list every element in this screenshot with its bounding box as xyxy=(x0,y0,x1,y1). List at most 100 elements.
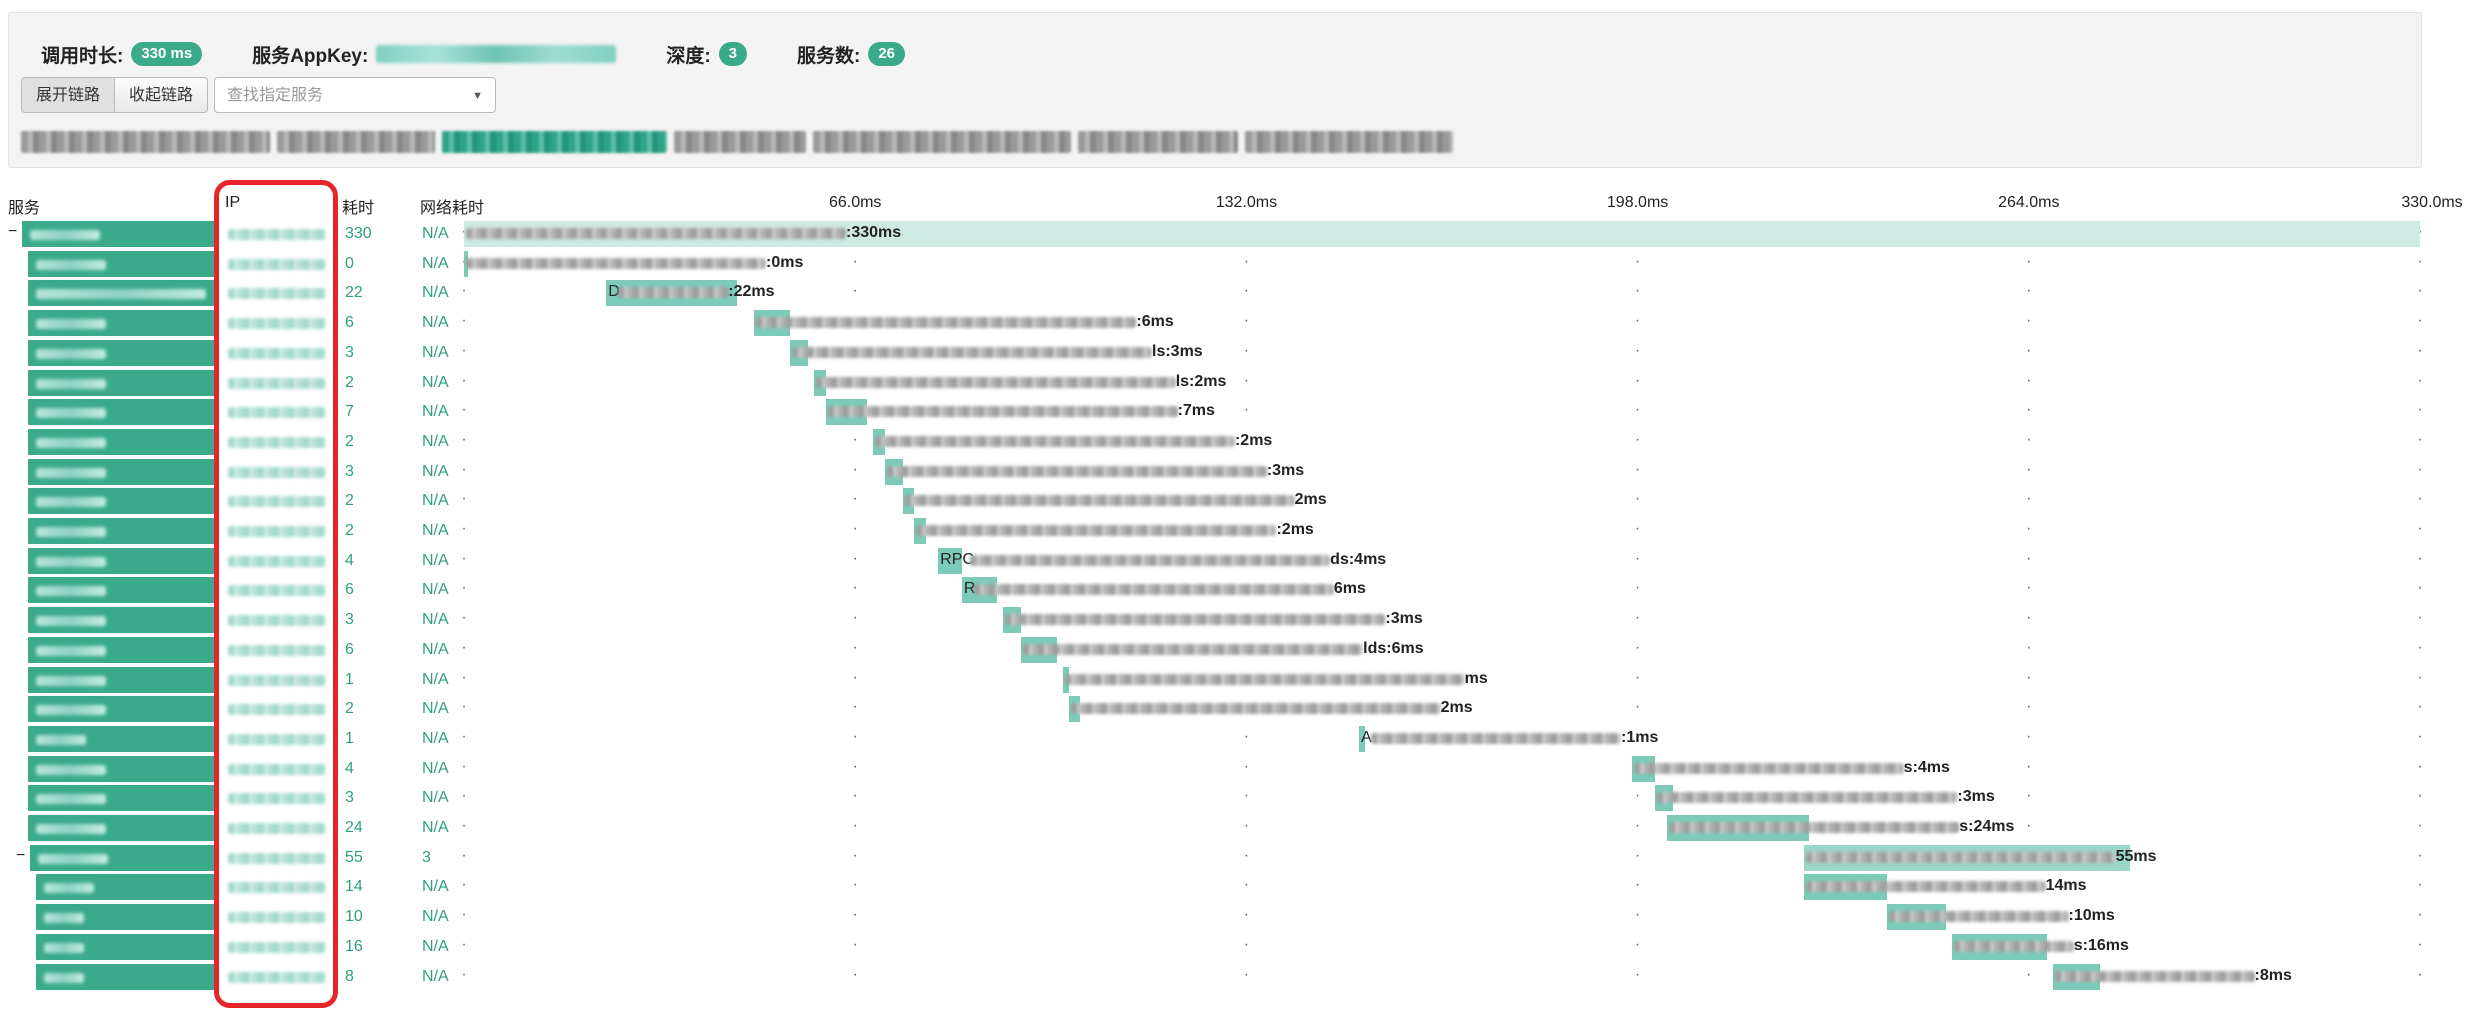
ip-address-redacted xyxy=(228,912,326,924)
trace-row[interactable]: 3N/A······:3ms xyxy=(0,605,2486,635)
collapse-toggle-icon[interactable]: − xyxy=(8,223,18,240)
service-name-cell[interactable] xyxy=(28,250,218,277)
breadcrumb-item[interactable] xyxy=(674,131,806,153)
service-name-cell[interactable] xyxy=(30,844,218,871)
toolbar: 展开链路 收起链路 查找指定服务 ▼ xyxy=(21,77,497,113)
service-name-redacted xyxy=(30,230,100,240)
timeline-grid-dot: · xyxy=(1634,638,1641,656)
trace-row[interactable]: 16N/A······s:16ms xyxy=(0,932,2486,962)
timeline-grid-dot: · xyxy=(852,609,858,627)
service-search-select[interactable]: 查找指定服务 ▼ xyxy=(214,77,497,113)
trace-row[interactable]: 3N/A······:3ms xyxy=(0,457,2486,487)
service-name-cell[interactable] xyxy=(36,963,218,990)
trace-row[interactable]: 7N/A······:7ms xyxy=(0,397,2486,427)
service-name-redacted xyxy=(44,883,94,894)
appkey-value-redacted xyxy=(376,45,617,63)
trace-row[interactable]: 3N/A······ls:3ms xyxy=(0,338,2486,368)
service-name-cell[interactable] xyxy=(28,785,218,812)
column-header-service: 服务 xyxy=(8,200,41,217)
timeline-grid-dot: · xyxy=(461,787,467,805)
timeline-grid-dot: · xyxy=(1634,252,1641,270)
depth-label: 深度: xyxy=(666,45,711,67)
span-label-redacted xyxy=(1064,673,1465,685)
ip-address-redacted xyxy=(228,644,326,656)
service-name-cell[interactable] xyxy=(28,369,218,396)
timeline-grid-dot: · xyxy=(852,549,858,567)
service-name-cell[interactable] xyxy=(28,518,218,544)
breadcrumb-item[interactable] xyxy=(21,131,270,153)
trace-row[interactable]: −553······55ms xyxy=(0,843,2486,873)
service-name-cell[interactable] xyxy=(28,607,218,634)
network-time-cell: N/A xyxy=(422,343,449,361)
service-name-cell[interactable] xyxy=(28,547,218,574)
timeline-grid-dot: · xyxy=(461,817,467,834)
service-name-cell[interactable] xyxy=(28,339,218,366)
breadcrumb-item[interactable] xyxy=(1078,131,1238,153)
service-name-cell[interactable] xyxy=(28,666,218,693)
breadcrumb-item-active[interactable] xyxy=(442,131,667,153)
trace-row[interactable]: 2N/A······:2ms xyxy=(0,516,2486,546)
network-time-cell: N/A xyxy=(422,284,449,302)
trace-row[interactable]: 0N/A······:0ms xyxy=(0,249,2486,279)
timeline-grid-dot: · xyxy=(852,727,858,745)
duration-cell: 4 xyxy=(345,551,354,569)
service-name-redacted xyxy=(36,408,106,419)
timeline-grid-dot: · xyxy=(2417,490,2423,508)
span-bar[interactable] xyxy=(1359,725,1365,752)
trace-row[interactable]: 2N/A······2ms xyxy=(0,486,2486,516)
service-name-cell[interactable] xyxy=(36,933,218,960)
service-name-cell[interactable] xyxy=(28,725,218,752)
span-label-duration: :0ms xyxy=(766,253,804,271)
service-name-cell[interactable] xyxy=(28,636,218,663)
timeline-grid-dot: · xyxy=(461,490,467,508)
service-name-redacted xyxy=(36,527,106,537)
service-name-cell[interactable] xyxy=(28,458,218,485)
trace-row[interactable]: 6N/A······:6ms xyxy=(0,308,2486,338)
service-name-cell[interactable] xyxy=(36,904,218,931)
trace-row[interactable]: 10N/A······:10ms xyxy=(0,902,2486,932)
trace-row[interactable]: 4N/A······s:4ms xyxy=(0,754,2486,784)
breadcrumb-item[interactable] xyxy=(277,131,435,153)
span-bar[interactable] xyxy=(938,547,962,574)
expand-chain-button[interactable]: 展开链路 xyxy=(21,77,116,113)
span-label-duration: :2ms xyxy=(1234,431,1273,449)
service-name-cell[interactable] xyxy=(28,696,218,723)
service-name-redacted xyxy=(36,705,106,716)
network-time-cell: N/A xyxy=(422,432,449,450)
trace-row[interactable]: 14N/A······14ms xyxy=(0,872,2486,902)
timeline-grid-dot: · xyxy=(852,846,858,864)
service-name-cell[interactable] xyxy=(28,428,218,455)
collapse-toggle-icon[interactable]: − xyxy=(16,846,26,864)
service-name-cell[interactable] xyxy=(28,488,218,515)
service-count-label: 服务数: xyxy=(797,45,861,67)
service-name-cell[interactable] xyxy=(22,221,218,247)
trace-row[interactable]: 6N/A······lds:6ms xyxy=(0,635,2486,665)
span-label-duration: :6ms xyxy=(1136,313,1174,331)
service-name-cell[interactable] xyxy=(28,577,218,604)
service-name-redacted xyxy=(36,378,106,389)
trace-row[interactable]: 1N/A······ms xyxy=(0,665,2486,695)
service-name-cell[interactable] xyxy=(28,310,218,337)
service-name-cell[interactable] xyxy=(28,815,218,841)
timeline-grid-dot: · xyxy=(852,430,858,448)
breadcrumb-item[interactable] xyxy=(1245,131,1453,153)
trace-row[interactable]: 2N/A······2ms xyxy=(0,694,2486,724)
ip-address-redacted xyxy=(228,496,326,508)
service-name-cell[interactable] xyxy=(28,280,218,307)
service-name-cell[interactable] xyxy=(36,874,218,901)
collapse-chain-button[interactable]: 收起链路 xyxy=(115,77,209,113)
span-label-duration: 2ms xyxy=(1440,699,1473,717)
service-name-cell[interactable] xyxy=(28,399,218,426)
service-name-cell[interactable] xyxy=(28,755,218,782)
breadcrumb-item[interactable] xyxy=(813,131,1071,153)
trace-row[interactable]: 2N/A······ls:2ms xyxy=(0,368,2486,398)
